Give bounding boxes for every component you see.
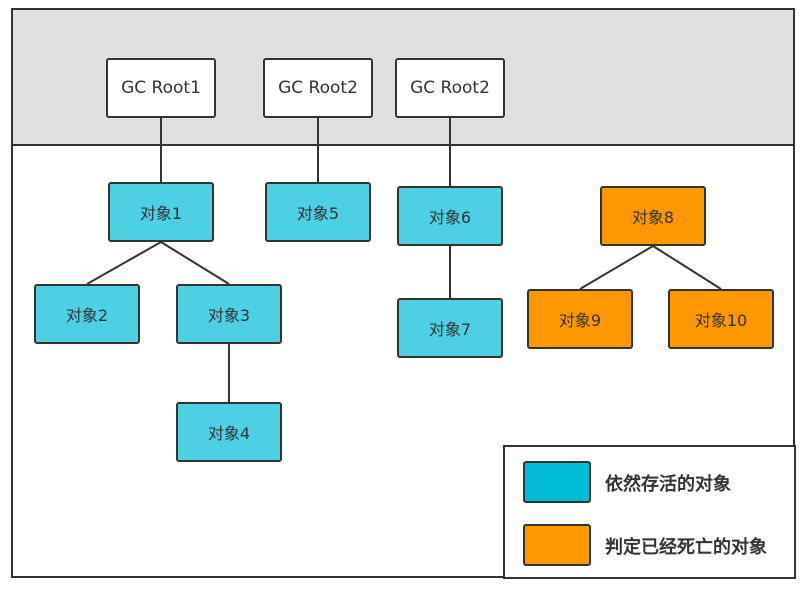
edge-o1-o3 <box>160 241 230 285</box>
object-8: 对象8 <box>600 186 706 246</box>
edge-o8-o10 <box>652 245 722 290</box>
legend-dead-swatch <box>523 524 591 566</box>
legend-alive-swatch <box>523 461 591 503</box>
object-3: 对象3 <box>176 284 282 344</box>
object-1: 对象1 <box>108 182 214 242</box>
gc-root-1: GC Root1 <box>106 58 216 118</box>
object-10: 对象10 <box>668 289 774 349</box>
edge-o1-o2 <box>86 241 162 285</box>
legend-alive-label: 依然存活的对象 <box>605 474 731 495</box>
legend: 依然存活的对象 判定已经死亡的对象 <box>503 445 796 579</box>
object-5: 对象5 <box>265 182 371 242</box>
object-2: 对象2 <box>34 284 140 344</box>
object-7: 对象7 <box>397 298 503 358</box>
object-6: 对象6 <box>397 186 503 246</box>
object-4: 对象4 <box>176 402 282 462</box>
object-9: 对象9 <box>527 289 633 349</box>
gc-root-3: GC Root2 <box>395 58 505 118</box>
edge-o8-o9 <box>579 245 654 290</box>
legend-dead-label: 判定已经死亡的对象 <box>605 537 767 558</box>
gc-root-2: GC Root2 <box>263 58 373 118</box>
